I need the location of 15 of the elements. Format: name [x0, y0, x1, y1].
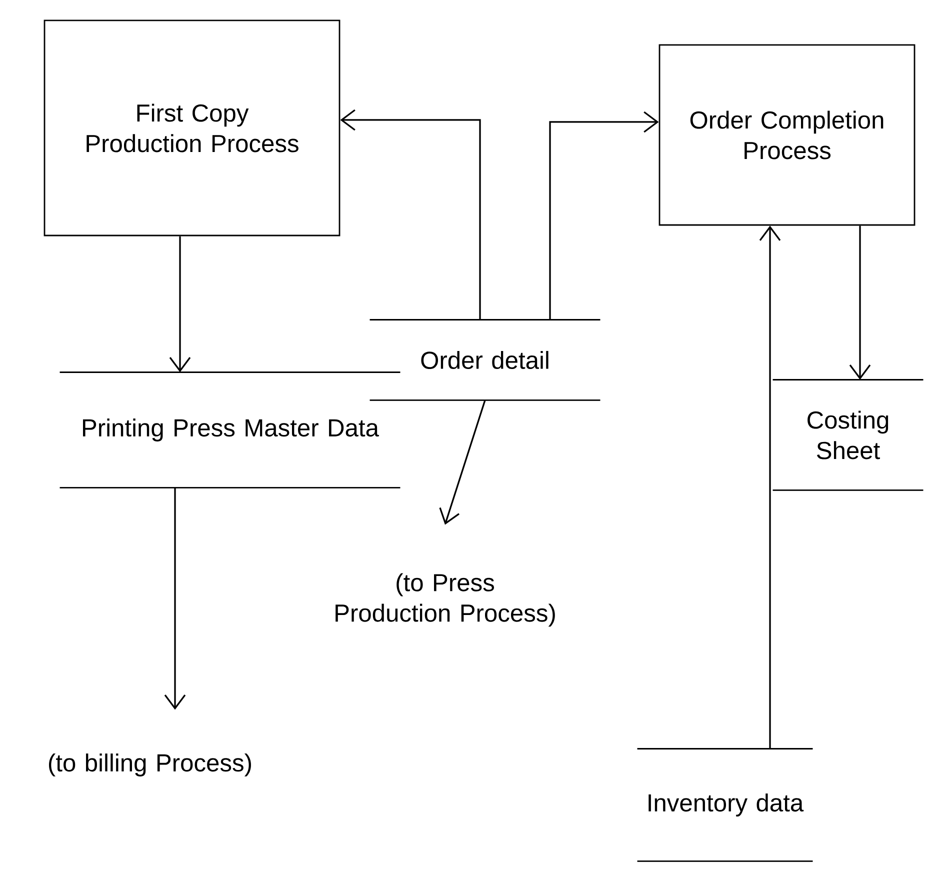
data-store: Order detail: [369, 319, 601, 401]
data-store: Inventory data: [636, 748, 814, 862]
process-box: Order Completion Process: [658, 44, 916, 226]
data-store: Costing Sheet: [772, 379, 924, 491]
external-entity-text: (to billing Process): [49, 754, 251, 776]
arrow: [549, 111, 659, 320]
arrow: [759, 226, 781, 749]
process-box: First Copy Production Process: [44, 20, 340, 236]
arrow: [849, 226, 871, 380]
data-store: Printing Press Master Data: [59, 372, 401, 488]
arrow: [164, 488, 186, 710]
arrow: [439, 400, 486, 525]
arrow: [169, 236, 191, 372]
arrow: [340, 109, 481, 320]
external-entity-text: (to Press Production Process): [336, 573, 555, 627]
